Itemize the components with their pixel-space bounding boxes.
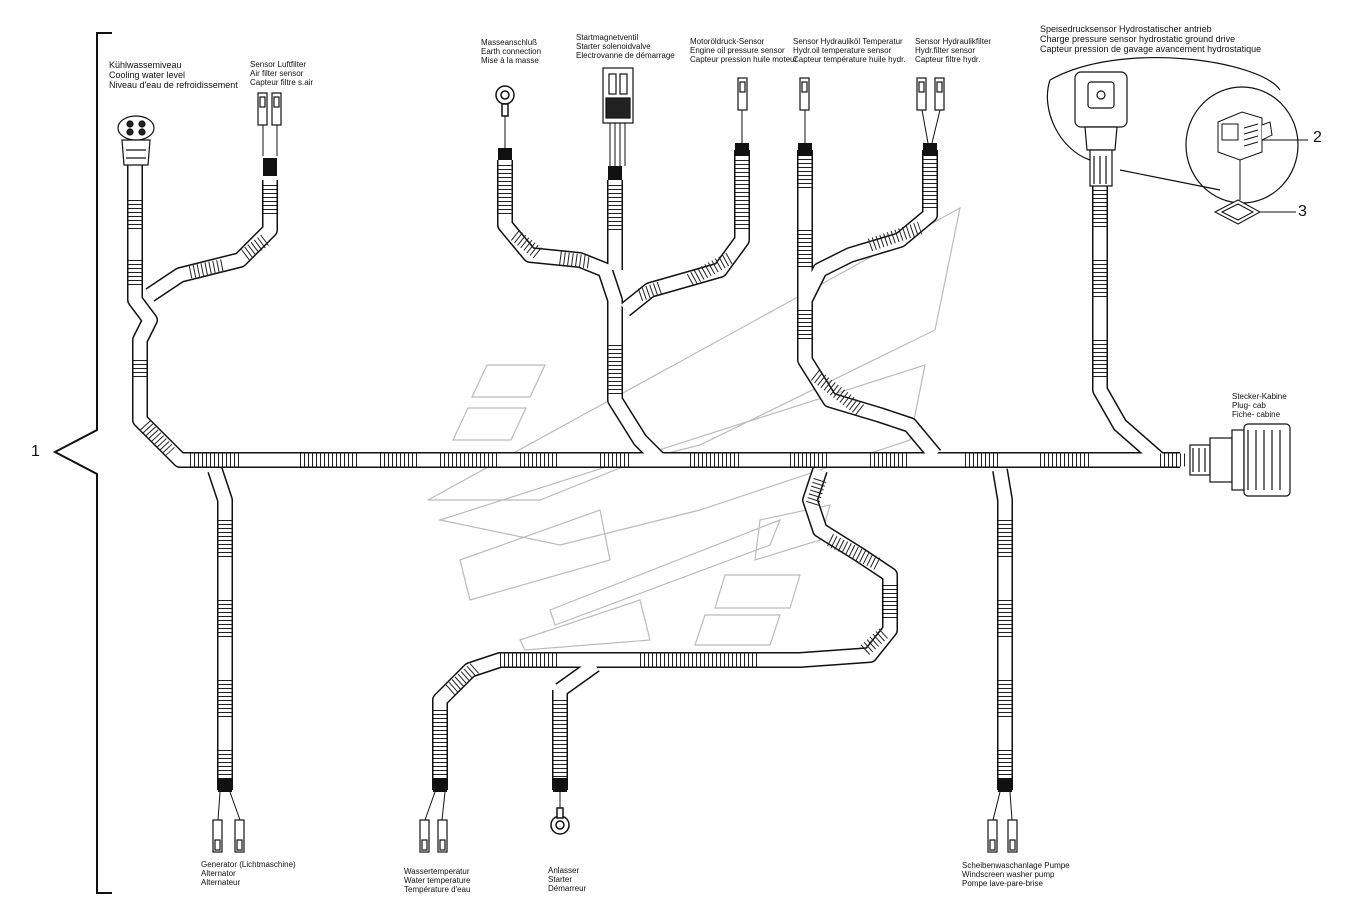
harness-cables [127,143,1185,792]
callout-3: 3 [1298,203,1307,220]
assembly-bracket [52,32,112,894]
charge-pressure-connector [1074,71,1128,187]
coolant-level-connector [117,115,155,166]
solenoid-connector [602,67,634,124]
cab-plug [1189,423,1291,497]
callout-2: 2 [1313,129,1322,146]
leader-lines [1260,139,1308,213]
sensor-detail [1213,111,1273,225]
magnifier-callout [1046,57,1299,204]
label-charge-pressure-sensor: Speisedrucksensor Hydrostatischer antrie… [1040,24,1262,54]
spade-terminals [212,77,1018,853]
callout-1: 1 [31,443,40,460]
ring-terminals [495,85,570,835]
